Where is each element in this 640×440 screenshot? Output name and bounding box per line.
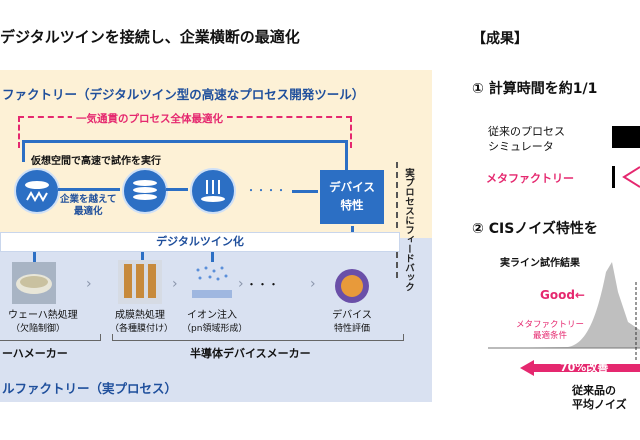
chevron-right-icon: › <box>238 276 244 292</box>
flow-line-left-leg <box>22 140 25 162</box>
step-ion: イオン注入 （pn領域形成） <box>182 306 248 334</box>
device-box-line1: デバイス <box>329 180 375 194</box>
real-factory-panel <box>0 238 432 402</box>
step-name: イオン注入 <box>187 310 237 321</box>
diagram-title: デジタルツインを接続し、企業横断の最適化 <box>0 28 300 46</box>
flow-line-right-leg <box>345 140 348 170</box>
wafer-maker-bracket <box>0 334 101 341</box>
conventional-avg-label: 従来品の 平均ノイズ <box>572 384 627 412</box>
whole-process-label: 一気通貫のプロセス全体最適化 <box>72 111 227 126</box>
step-film: 成膜熱処理 （各種膜付け） <box>110 306 174 334</box>
conventional-avg-line2: 平均ノイズ <box>572 398 627 411</box>
feedback-label: 実プロセスにフィードバック <box>403 168 414 292</box>
improvement-label: 70%改善 <box>560 361 609 374</box>
film-layers-icon <box>133 180 157 200</box>
chevron-right-icon: › <box>310 276 316 292</box>
result-item-1: ① 計算時間を約1/1 <box>472 81 598 97</box>
feedback-line <box>396 162 398 278</box>
film-furnace-image <box>118 260 162 304</box>
device-chip-image <box>330 264 374 306</box>
device-characteristics-box: デバイス 特性 <box>320 170 384 224</box>
up-arrow-3 <box>211 252 214 262</box>
wafer-image <box>12 262 56 304</box>
flow-arrow-1 <box>58 188 120 191</box>
step-sub: 特性評価 <box>333 324 370 334</box>
noise-distribution <box>488 262 640 348</box>
flow-arrow-2 <box>166 188 188 191</box>
good-label: Good← <box>540 288 585 302</box>
flow-arrow-3 <box>292 190 318 193</box>
step-wafer: ウェーハ熱処理 （欠陥制御） <box>8 306 78 334</box>
wafer-maker-label: ーハメーカー <box>2 347 68 360</box>
process-node-wafer <box>14 168 60 214</box>
step-device: デバイス 特性評価 <box>322 306 382 334</box>
up-arrow-2 <box>141 252 144 262</box>
step-name: 成膜熱処理 <box>115 310 165 321</box>
device-maker-bracket <box>112 334 404 341</box>
real-factory-heading: ルファクトリー（実プロセス） <box>2 381 178 396</box>
chevron-right-icon: › <box>172 276 178 292</box>
process-node-film <box>122 168 168 214</box>
improvement-arrow <box>520 360 640 376</box>
left-arrow-icon <box>622 166 640 188</box>
device-maker-label: 半導体デバイスメーカー <box>190 347 311 360</box>
metafactory-bar <box>612 166 615 188</box>
flow-ellipsis: ・・・・ <box>246 186 286 197</box>
virtual-trial-label: 仮想空間で高速で試作を実行 <box>28 152 164 167</box>
step-sub: （欠陥制御） <box>10 324 65 334</box>
trial-result-label: 実ライン試作結果 <box>500 258 580 269</box>
conventional-avg-line1: 従来品の <box>572 384 616 397</box>
digital-twin-bar: デジタルツイン化 <box>0 232 400 252</box>
conventional-line1: 従来のプロセス <box>488 125 565 138</box>
up-arrow-1 <box>33 252 36 262</box>
noise-chart <box>488 252 640 362</box>
virtual-flow-line <box>22 140 348 143</box>
conventional-bar <box>612 126 640 148</box>
step-name: デバイス <box>332 310 372 321</box>
result-item-2: ② CISノイズ特性を <box>472 221 598 237</box>
cross-company-line2: 最適化 <box>74 206 103 217</box>
cross-company-label: 企業を越えて 最適化 <box>60 194 117 218</box>
process-node-ion <box>190 168 236 214</box>
step-name: ウェーハ熱処理 <box>8 310 78 321</box>
step-sub: （各種膜付け） <box>110 324 174 334</box>
up-arrow-4 <box>351 226 354 232</box>
conventional-line2: シミュレータ <box>488 140 554 153</box>
device-box-line2: 特性 <box>340 198 364 212</box>
ion-implant-icon <box>201 180 225 202</box>
steps-ellipsis: ・・・ <box>246 278 279 291</box>
metafactory-result-label: メタファクトリー <box>486 172 574 185</box>
chevron-right-icon: › <box>86 276 92 292</box>
metafactory-heading: ファクトリー（デジタルツイン型の高速なプロセス開発ツール） <box>2 87 365 102</box>
ion-implant-image <box>190 262 234 304</box>
cross-company-line1: 企業を越えて <box>60 194 117 205</box>
wafer-heat-icon <box>25 181 49 203</box>
step-sub: （pn領域形成） <box>182 324 248 334</box>
meta-optimal-line2: 最適条件 <box>533 331 568 341</box>
meta-optimal-line1: メタファクトリー <box>516 320 585 330</box>
conventional-simulator-label: 従来のプロセス シミュレータ <box>488 124 565 154</box>
meta-optimal-label: メタファクトリー 最適条件 <box>516 320 584 342</box>
results-heading: 【成果】 <box>472 31 528 47</box>
